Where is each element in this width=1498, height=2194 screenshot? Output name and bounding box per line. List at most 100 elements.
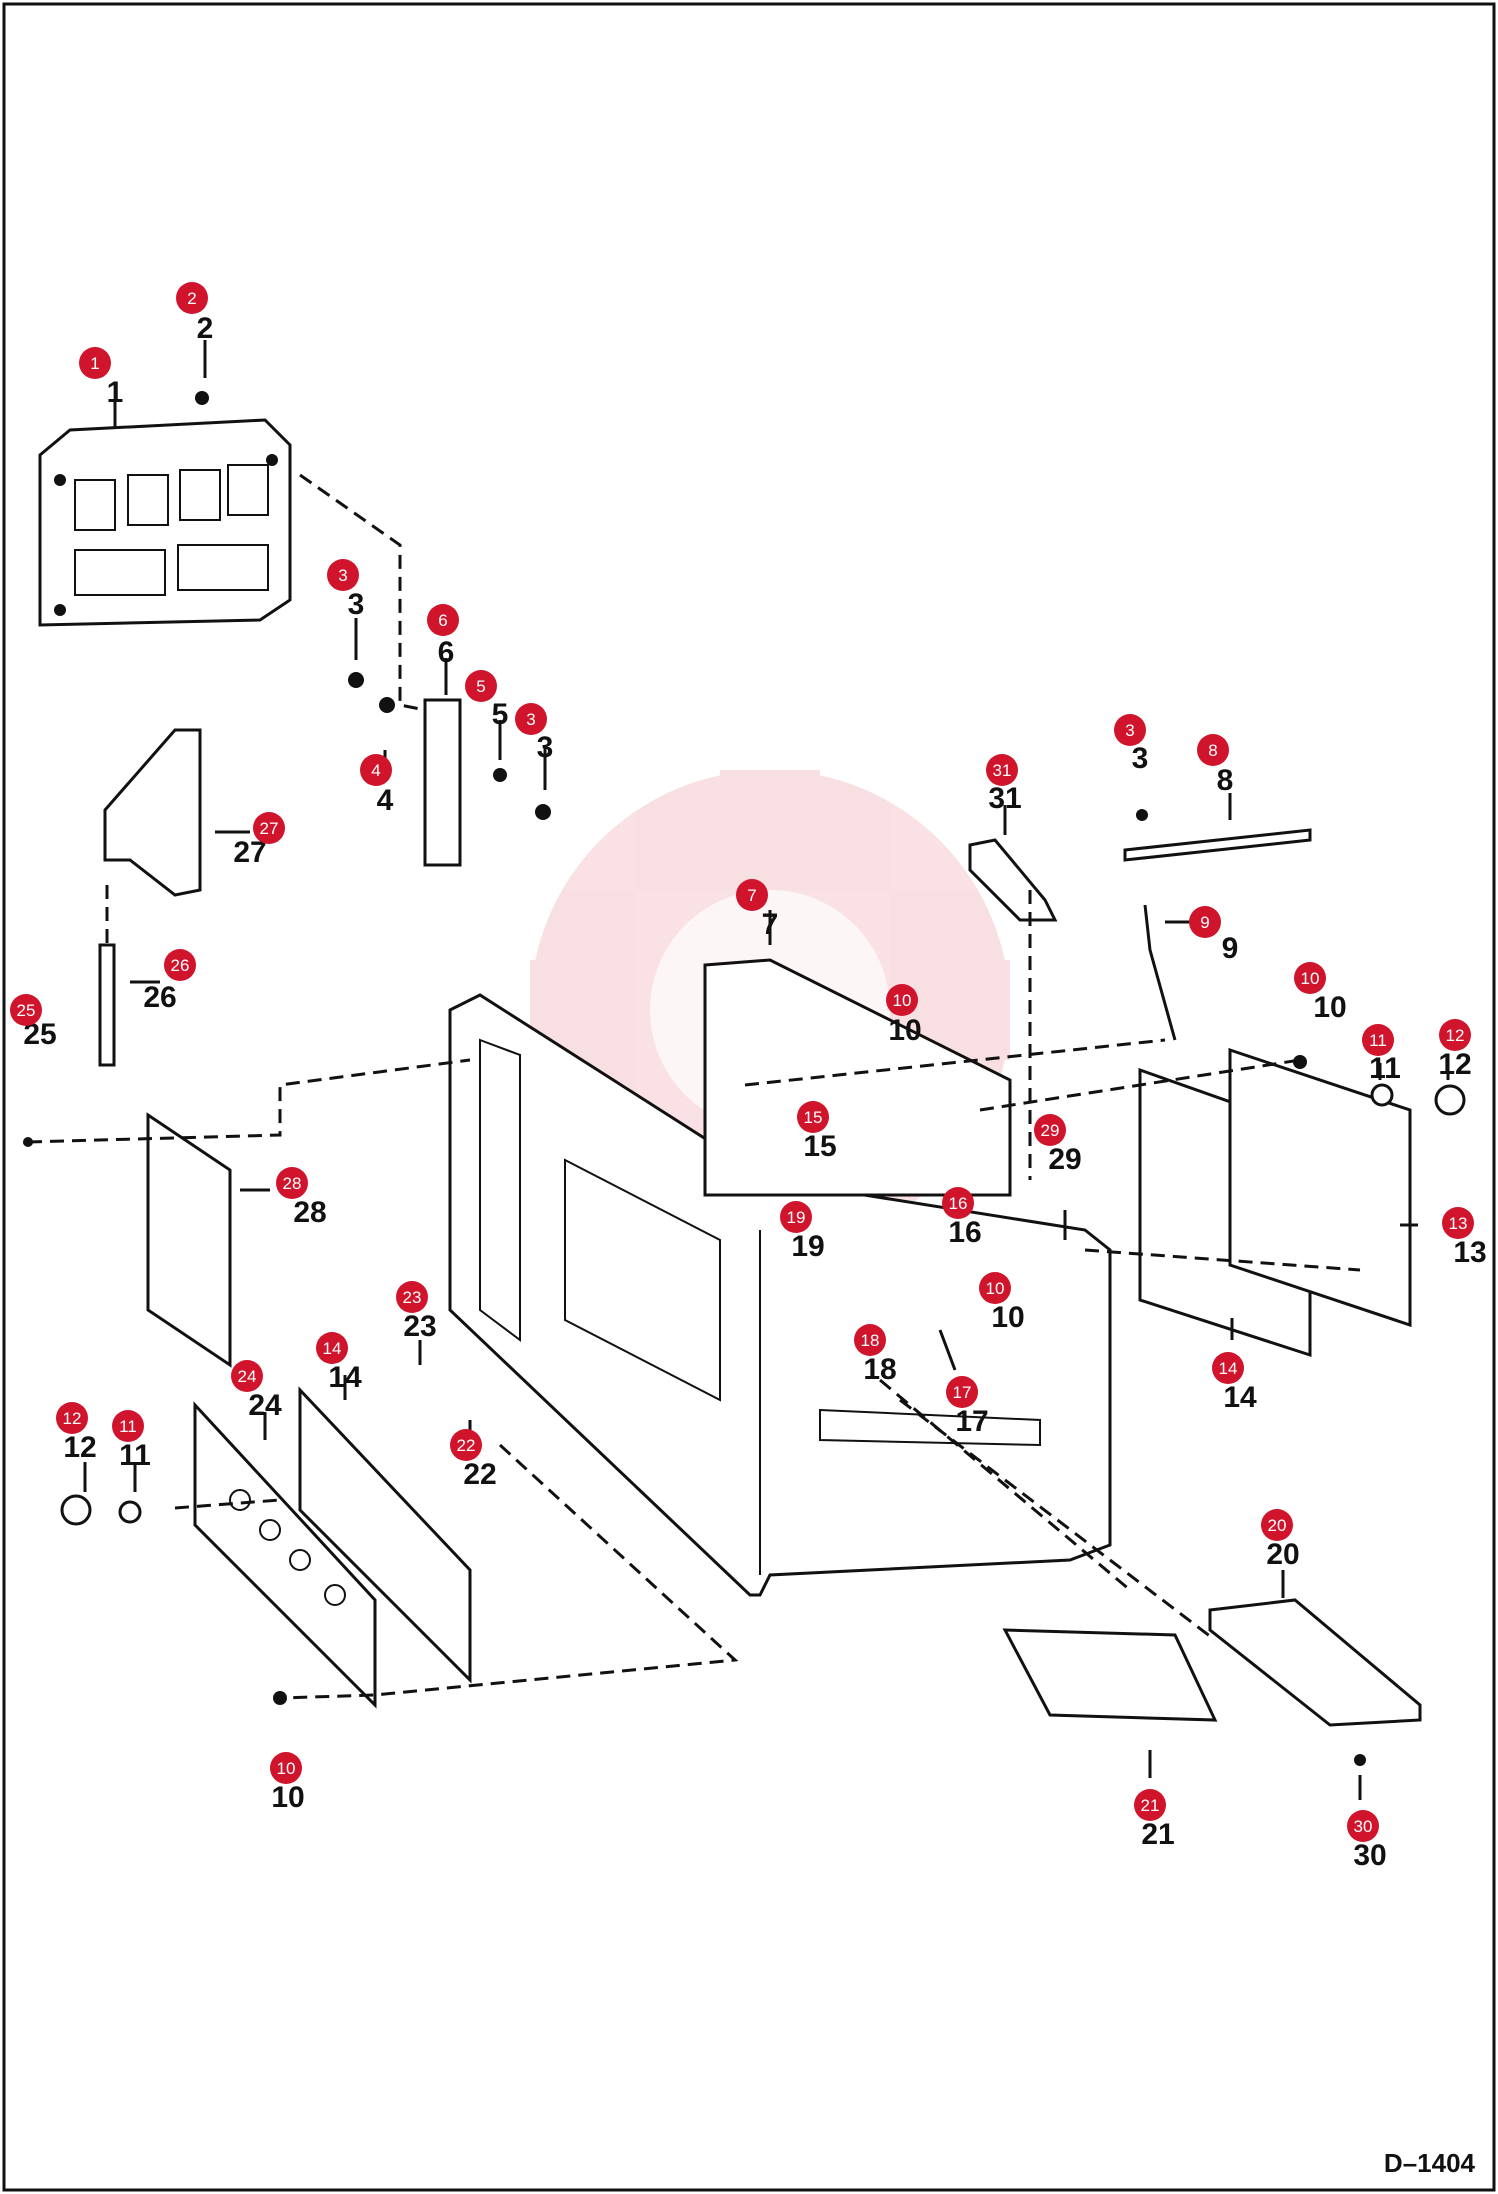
callout-badge — [427, 604, 459, 636]
callout-number: 1 — [90, 354, 99, 373]
part-screen — [146, 1112, 232, 1368]
callout-badge — [797, 1101, 829, 1133]
callout-number: 13 — [1449, 1214, 1468, 1233]
callout-label: 6 — [438, 636, 455, 669]
callout-badge — [164, 949, 196, 981]
callout-badge — [515, 703, 547, 735]
callout-badge — [79, 347, 111, 379]
callout-badge — [465, 670, 497, 702]
callout-badge — [979, 1272, 1011, 1304]
callout-number: 28 — [283, 1174, 302, 1193]
callout-number: 29 — [1041, 1121, 1060, 1140]
part-strap — [1123, 828, 1312, 862]
callout-number: 4 — [371, 761, 380, 780]
callout-number: 20 — [1268, 1516, 1287, 1535]
callout-number: 10 — [1301, 969, 1320, 988]
callout-badge — [176, 282, 208, 314]
callout-label: 22 — [463, 1458, 496, 1491]
callout-label: 30 — [1353, 1839, 1386, 1872]
callout-label: 17 — [955, 1405, 988, 1438]
callout-number: 11 — [119, 1417, 137, 1436]
callout-3: 33 — [515, 703, 553, 764]
callout-3: 33 — [1114, 714, 1148, 775]
callout-badge — [360, 754, 392, 786]
callout-label: 3 — [1132, 742, 1149, 775]
callout-label: 10 — [888, 1014, 921, 1047]
callout-badge — [1442, 1207, 1474, 1239]
callout-label: 10 — [271, 1781, 304, 1814]
callout-badge — [276, 1167, 308, 1199]
callout-number: 15 — [804, 1108, 823, 1127]
callout-6: 66 — [427, 604, 459, 669]
callout-badge — [231, 1360, 263, 1392]
callout-label: 12 — [1438, 1048, 1471, 1081]
callout-badge — [1362, 1024, 1394, 1056]
callout-label: 10 — [991, 1301, 1024, 1334]
part-washer-left — [118, 1500, 142, 1524]
callout-9: 99 — [1189, 906, 1238, 965]
callout-number: 9 — [1200, 913, 1209, 932]
part-panel — [38, 418, 292, 627]
callout-badge — [450, 1429, 482, 1461]
callout-badge — [396, 1281, 428, 1313]
callout-label: 13 — [1453, 1236, 1486, 1269]
callout-number: 3 — [338, 566, 347, 585]
callout-number: 14 — [323, 1339, 342, 1358]
callout-label: 14 — [328, 1361, 362, 1394]
callout-label: 11 — [1369, 1052, 1401, 1085]
callout-badge — [854, 1324, 886, 1356]
callout-number: 22 — [457, 1436, 476, 1455]
callout-5: 55 — [465, 670, 508, 731]
callout-label: 18 — [863, 1353, 896, 1386]
callout-badge — [112, 1410, 144, 1442]
callout-7: 77 — [736, 879, 778, 941]
callout-number: 12 — [1446, 1026, 1465, 1045]
callout-label: 10 — [1313, 991, 1346, 1024]
callout-badge — [327, 559, 359, 591]
part-gasket-left — [298, 1386, 472, 1684]
callout-badge — [1294, 962, 1326, 994]
callout-number: 11 — [1369, 1031, 1387, 1050]
callout-number: 12 — [63, 1409, 82, 1428]
callout-number: 21 — [1141, 1796, 1160, 1815]
callout-number: 5 — [476, 677, 485, 696]
callout-label: 21 — [1141, 1818, 1174, 1851]
callout-number: 8 — [1208, 741, 1217, 760]
callout-label: 20 — [1266, 1538, 1299, 1571]
callout-badge — [1197, 734, 1229, 766]
part-main-frame — [448, 958, 1112, 1597]
part-bottom-cover — [1208, 1598, 1422, 1727]
callout-label: 3 — [348, 588, 365, 621]
callout-number: 10 — [893, 991, 912, 1010]
callout-label: 2 — [197, 312, 214, 345]
callout-badge — [253, 812, 285, 844]
callout-badge — [1439, 1019, 1471, 1051]
callout-badge — [10, 994, 42, 1026]
callout-badge — [780, 1201, 812, 1233]
callout-number: 17 — [953, 1383, 972, 1402]
part-plate-left-outer — [193, 1401, 377, 1709]
callout-badge — [270, 1752, 302, 1784]
part-washer-right — [1370, 1083, 1394, 1107]
callout-label: 11 — [119, 1439, 151, 1472]
callout-label: 16 — [948, 1216, 981, 1249]
callout-badge — [942, 1187, 974, 1219]
